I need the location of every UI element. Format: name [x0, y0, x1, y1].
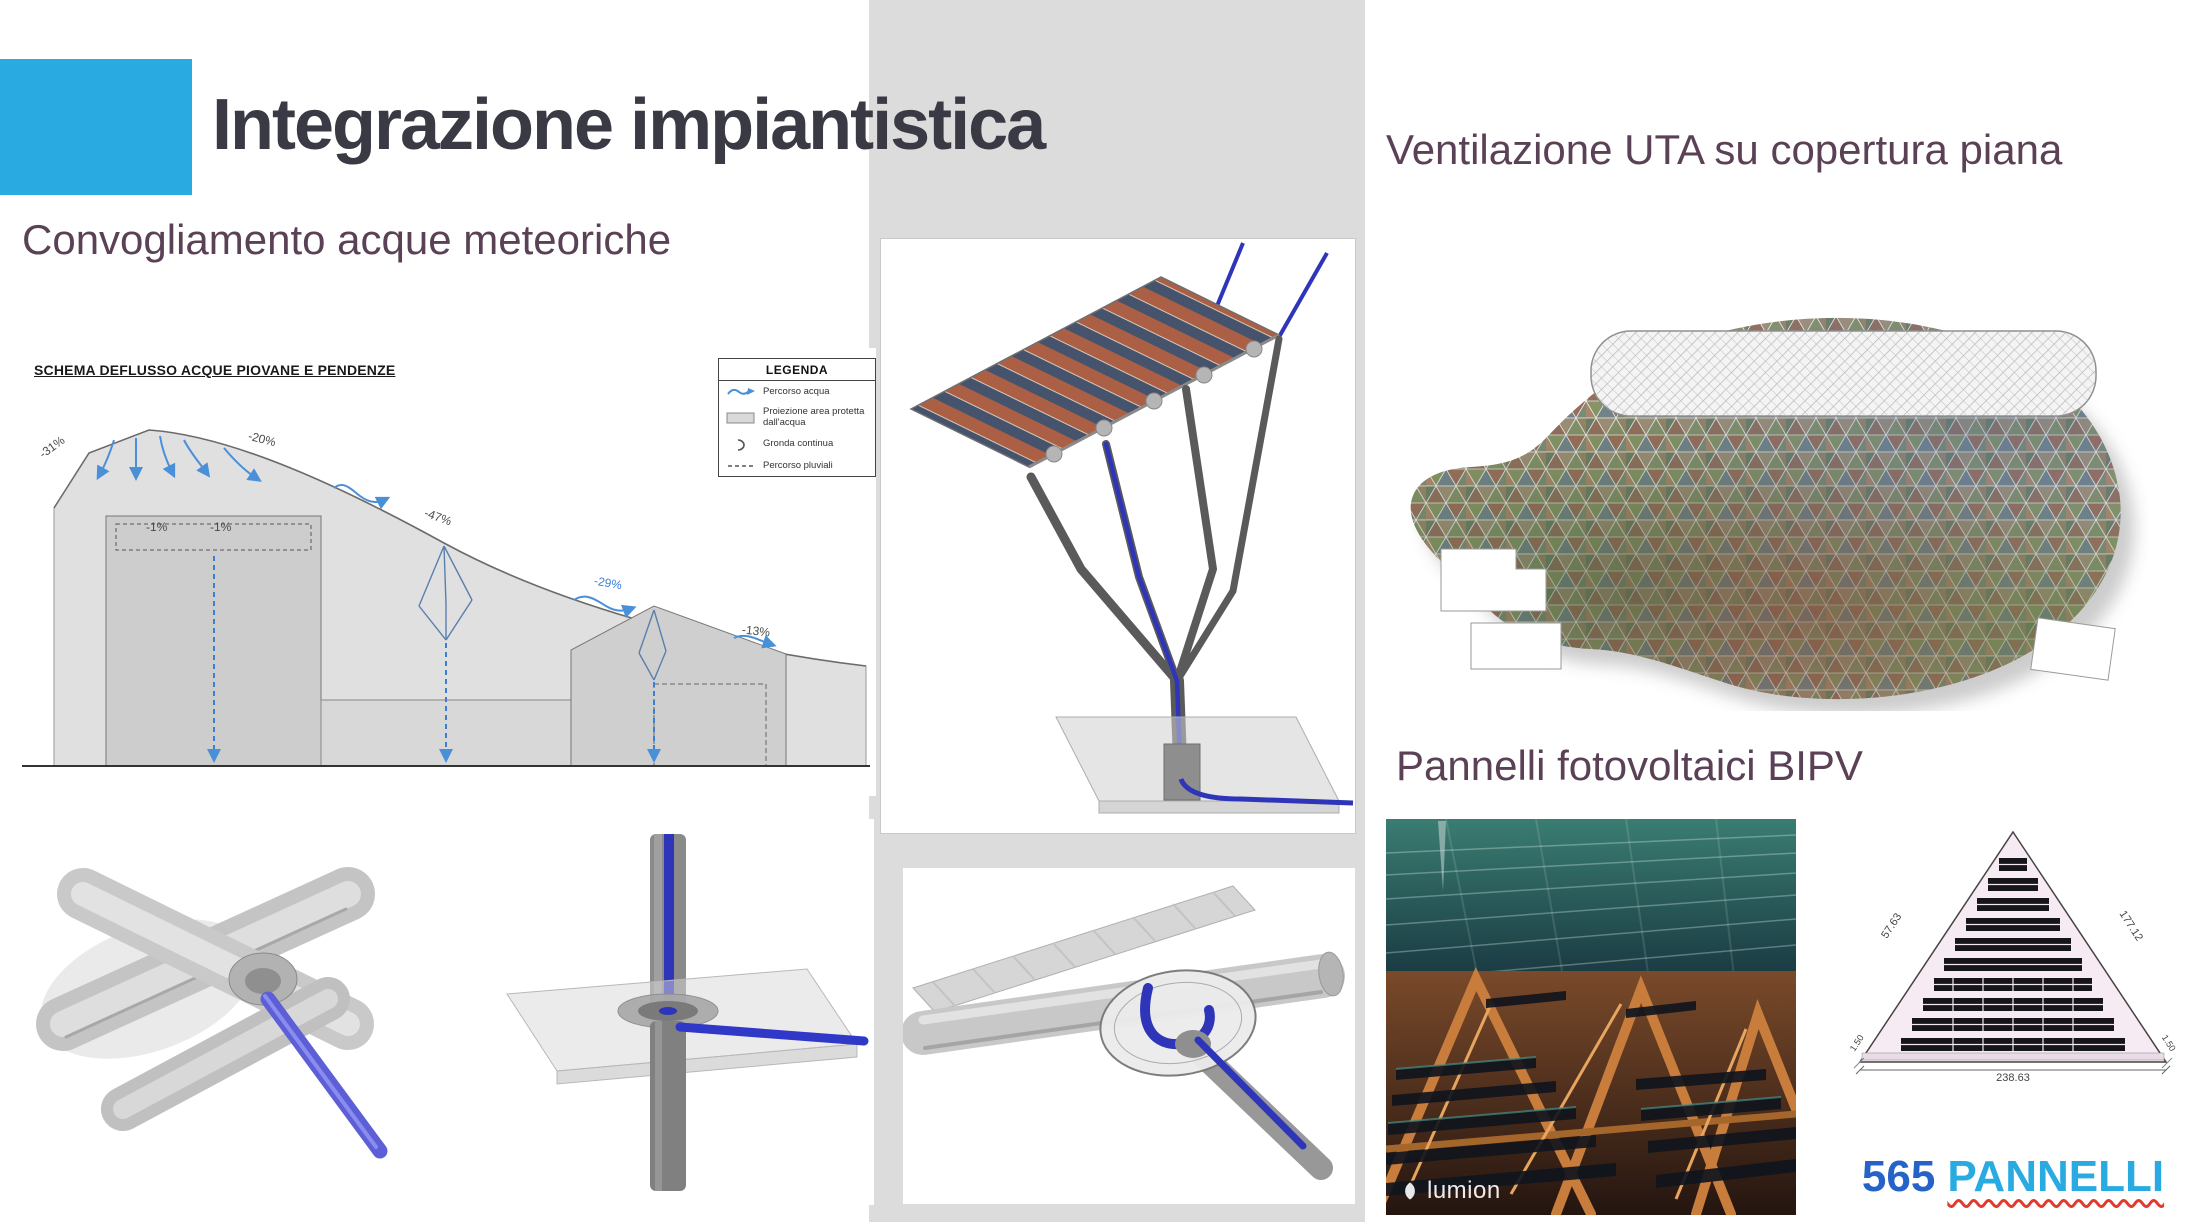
drainage-section-drawing	[22, 429, 870, 767]
diagram-title: SCHEMA DEFLUSSO ACQUE PIOVANE E PENDENZE	[34, 362, 396, 378]
gutter-icon	[726, 438, 756, 452]
water-path-icon	[726, 386, 756, 398]
ventilation-plan-drawing	[1410, 317, 2135, 716]
legend-row: Gronda continua	[719, 433, 875, 456]
bipv-roof-render: lumion	[1371, 818, 1801, 1219]
column-slab-junction-render	[462, 819, 874, 1205]
gutter-cutaway-drawing	[901, 885, 1345, 1180]
legend-title: LEGENDA	[719, 359, 875, 381]
heading-rainwater: Convogliamento acque meteoriche	[22, 216, 672, 263]
legend-item-label: Proiezione area protetta dall'acqua	[763, 406, 865, 428]
heading-ventilation: Ventilazione UTA su copertura piana	[1386, 126, 2063, 173]
slide-title: Integrazione impiantistica	[212, 85, 1046, 165]
legend-row: Proiezione area protetta dall'acqua	[719, 402, 875, 433]
ventilation-roof-plan	[1386, 231, 2148, 716]
panel-layout-diagram: 57.63 177.12 238.63 1.50 1.50	[1848, 824, 2178, 1114]
dimension-label-bottom: 238.63	[1996, 1072, 2030, 1084]
watermark-text: lumion	[1427, 1177, 1501, 1204]
tree-column-drawing	[909, 242, 1354, 814]
legend-row: Percorso pluviali	[719, 456, 875, 476]
pv-count-label: PANNELLI	[1947, 1152, 2165, 1201]
legend-item-label: Percorso acqua	[763, 385, 830, 397]
uta-band	[1590, 330, 2097, 417]
slope-label: -1%	[146, 520, 168, 534]
legend-item-label: Gronda continua	[763, 438, 834, 450]
accent-square	[0, 59, 192, 195]
legend-item-label: Percorso pluviali	[763, 459, 833, 471]
heading-pv: Pannelli fotovoltaici BIPV	[1396, 742, 1863, 789]
protected-area-icon	[726, 411, 756, 425]
core-shapes	[1440, 548, 2116, 681]
lumion-watermark: lumion	[1400, 1177, 1501, 1205]
gutter-cutaway-render	[901, 868, 1355, 1204]
pv-count-number: 565	[1861, 1152, 1936, 1201]
gutter-node-drawing	[36, 867, 388, 1159]
column-slab-drawing	[506, 834, 869, 1191]
legend-box: LEGENDA Percorso acqua Proiezione area p…	[718, 358, 876, 477]
lumion-logo-icon	[1405, 1182, 1415, 1200]
panel-layout-drawing	[1853, 830, 2173, 1075]
gutter-node-render	[28, 819, 440, 1205]
tree-column-render	[880, 238, 1356, 834]
downpipe-icon	[726, 461, 756, 471]
slope-label: -1%	[210, 520, 232, 534]
drainage-section-figure: SCHEMA DEFLUSSO ACQUE PIOVANE E PENDENZE…	[14, 348, 876, 796]
slope-label: -13%	[741, 622, 771, 640]
legend-row: Percorso acqua	[719, 381, 875, 402]
bipv-roof-drawing	[1371, 818, 1801, 1219]
